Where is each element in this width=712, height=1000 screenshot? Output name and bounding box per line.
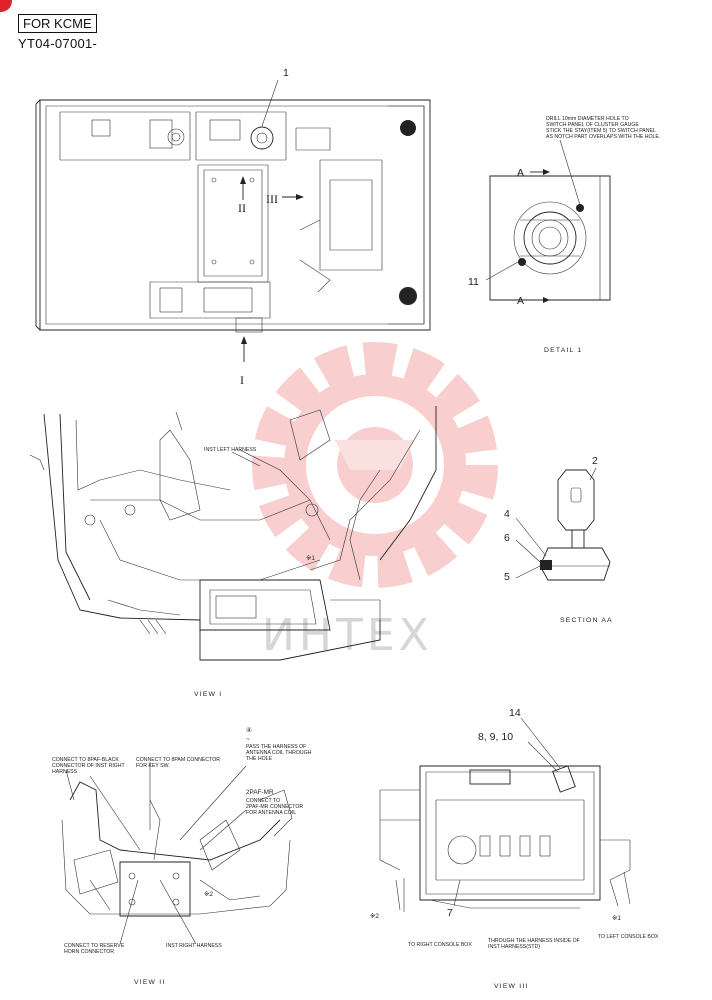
- arrow-iii-label: III: [266, 192, 278, 206]
- note-4-tilde: ~: [246, 736, 250, 743]
- note-8pam-line-1: CONNECT TO 8PAM CONNECTOR: [136, 757, 220, 763]
- section-aa-title: SECTION AA: [560, 617, 613, 624]
- watermark-text: ИНТЕХ: [262, 610, 433, 661]
- note-through-line-1: THROUGH THE HARNESS INSIDE OF: [488, 938, 580, 944]
- note-inst-right-harness: INST RIGHT HARNESS: [166, 943, 222, 949]
- callout-14: 14: [509, 707, 521, 719]
- detail-note-line-1: DRILL 10mm DIAMETER HOLE TO: [546, 116, 629, 122]
- view-ii-labels: CONNECT TO 8PAF-BLACK CONNECTOR OF INST …: [52, 727, 312, 986]
- watermark-gear-logo: [252, 342, 498, 588]
- mark-ref-2-view-iii: ※2: [370, 913, 379, 920]
- mark-ref-1-view-iii: ※1: [612, 915, 621, 922]
- note-4-line-2: ANTENNA COIL THROUGH: [246, 750, 312, 756]
- note-2paf-line-1: 2PAF-MR: [246, 789, 274, 796]
- callout-6: 6: [504, 532, 510, 544]
- plan-view: [35, 99, 431, 333]
- arrow-i-label: I: [240, 373, 244, 387]
- serial-number: YT04-07001-: [18, 36, 98, 51]
- callout-5: 5: [504, 571, 510, 583]
- note-left-console: TO LEFT CONSOLE BOX: [598, 934, 659, 940]
- detail-note-line-3: STICK THE STAY(ITEM 5) TO SWITCH PANEL: [546, 128, 656, 134]
- note-4-number: ④: [246, 727, 252, 734]
- note-4-line-3: THE HOLE: [246, 756, 272, 762]
- view-ii-drawing: [61, 769, 293, 917]
- note-8paf-line-1: CONNECT TO 8PAF-BLACK: [52, 757, 119, 763]
- section-marker-bottom: A: [517, 295, 524, 307]
- section-marker-top: A: [517, 167, 524, 179]
- plan-view-annotations: 1 II III I: [238, 67, 304, 387]
- callout-8-9-10: 8, 9, 10: [478, 731, 513, 743]
- note-horn-line-2: HORN CONNECTOR: [64, 949, 114, 955]
- view-ii-title: VIEW II: [134, 979, 165, 986]
- view-iii-drawing: [379, 765, 631, 912]
- arrow-ii-label: II: [238, 201, 246, 215]
- note-8paf-line-3: HARNESS: [52, 769, 78, 775]
- note-2paf-line-3: 2PAF-MR CONNECTOR: [246, 804, 303, 810]
- section-aa-labels: 2 4 6 5 SECTION AA: [504, 455, 613, 624]
- section-aa-drawing: [515, 467, 611, 581]
- view-i-labels: INST LEFT HARNESS ※1 VIEW I: [194, 447, 315, 698]
- mark-ref-1: ※1: [306, 555, 315, 562]
- detail-note-line-2: SWITCH PANEL OF CLUSTER GAUGE: [546, 122, 639, 128]
- note-2paf-line-4: FOR ANTENNA COIL: [246, 810, 296, 816]
- model-box-label: FOR KCME: [18, 14, 97, 33]
- view-i-title: VIEW I: [194, 691, 222, 698]
- callout-7: 7: [447, 907, 453, 919]
- detail-1-labels: DRILL 10mm DIAMETER HOLE TO SWITCH PANEL…: [468, 116, 660, 354]
- callout-4: 4: [504, 508, 510, 520]
- note-4-line-1: PASS THE HARNESS OF: [246, 744, 306, 750]
- view-i-drawing: [29, 406, 437, 661]
- label-inst-left-harness: INST LEFT HARNESS: [204, 447, 257, 453]
- callout-11: 11: [468, 276, 479, 288]
- callout-2: 2: [592, 455, 598, 467]
- note-horn-line-1: CONNECT TO RESERVE: [64, 943, 125, 949]
- note-8paf-line-2: CONNECTOR OF INST RIGHT: [52, 763, 126, 769]
- note-2paf-line-2: CONNECT TO: [246, 798, 280, 804]
- detail-note-line-4: AS NOTCH PART OVERLAPS WITH THE HOLE.: [546, 134, 660, 140]
- mark-ref-2: ※2: [204, 891, 213, 898]
- detail-1: [485, 139, 611, 303]
- note-through-line-2: INST HARNESS(STD): [488, 944, 540, 950]
- note-right-console: TO RIGHT CONSOLE BOX: [408, 942, 472, 948]
- callout-1: 1: [283, 67, 289, 79]
- view-iii-title: VIEW III: [494, 983, 529, 990]
- note-8pam-line-2: FOR KEY SW.: [136, 763, 170, 769]
- view-iii-labels: 14 8, 9, 10 ※2 7 ※1 TO RIGHT CONSOLE BOX…: [370, 707, 659, 990]
- detail-1-title: DETAIL 1: [544, 347, 582, 354]
